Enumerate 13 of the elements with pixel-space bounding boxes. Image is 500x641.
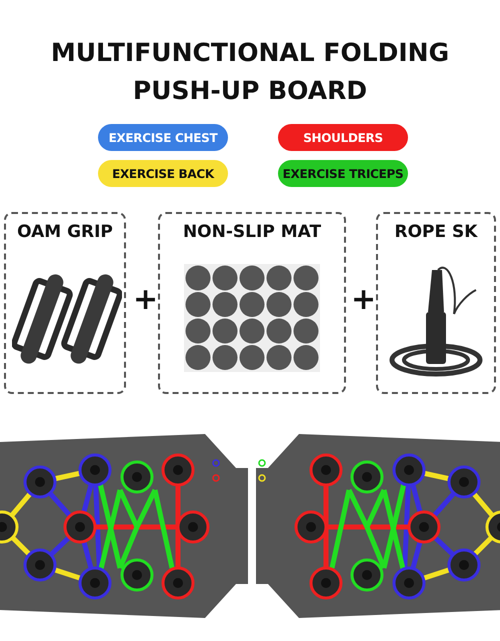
- panel-heading: OAM GRIP: [16, 222, 114, 242]
- plus-sign: +: [133, 282, 158, 317]
- dashed-panel: [376, 212, 496, 394]
- dashed-panel: [4, 212, 126, 394]
- legend-badge: SHOULDERS: [278, 124, 408, 151]
- panel-heading: ROPE SK: [394, 222, 479, 242]
- title: MULTIFUNCTIONAL FOLDING PUSH-UP BOARD: [50, 37, 450, 107]
- legend-badge: EXERCISE BACK: [98, 160, 228, 187]
- legend-badge: EXERCISE TRICEPS: [278, 160, 408, 187]
- plus-sign: +: [351, 282, 376, 317]
- legend-badge: EXERCISE CHEST: [98, 124, 228, 151]
- dashed-panel: [158, 212, 346, 394]
- panel-heading: NON-SLIP MAT: [182, 222, 322, 242]
